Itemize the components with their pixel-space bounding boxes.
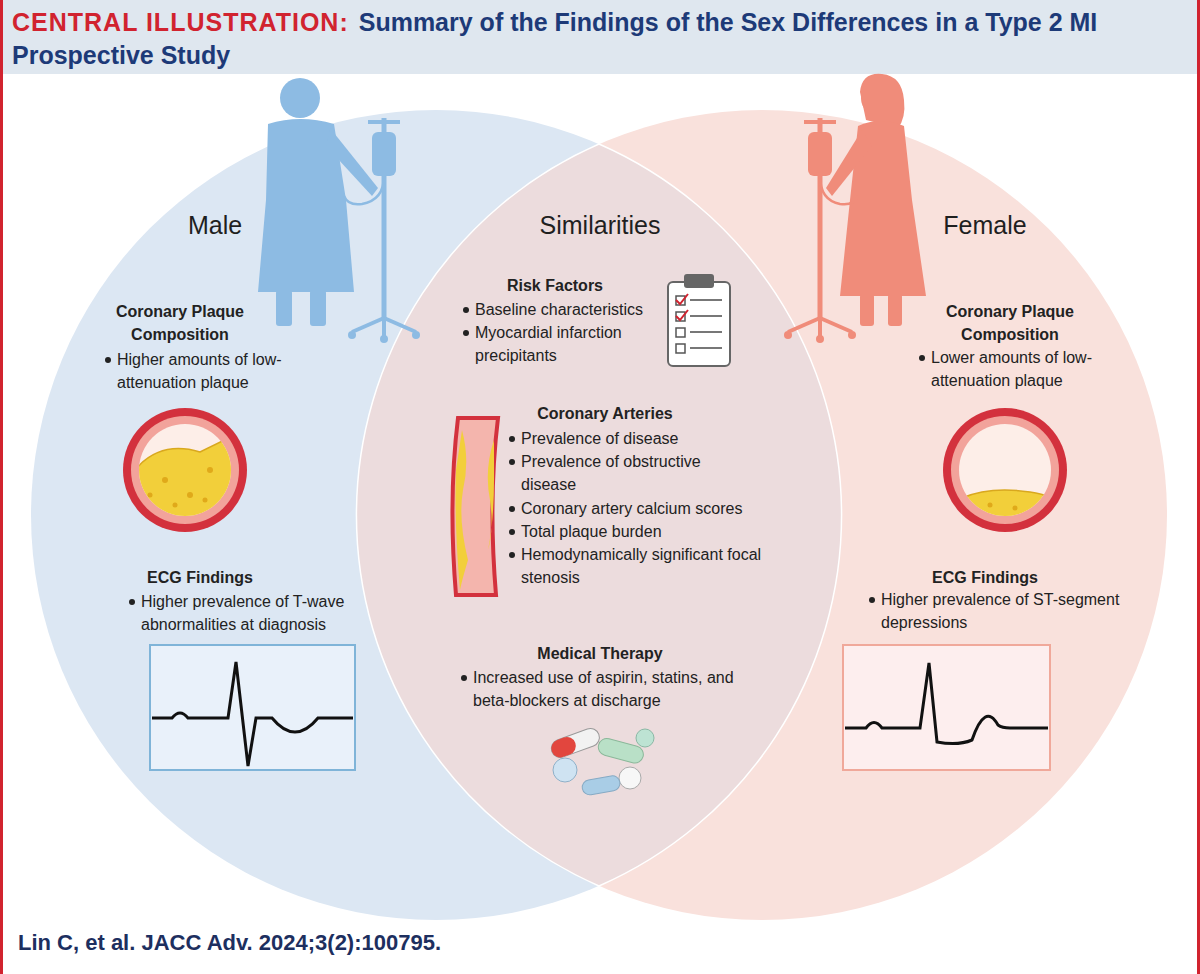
- overlap-lens: [356, 144, 841, 886]
- section-heading: Risk Factors: [460, 274, 650, 297]
- header-band: [0, 0, 1200, 74]
- pills-icon: [549, 726, 654, 796]
- bullet-text: Coronary artery calcium scores: [508, 497, 783, 520]
- header: CENTRAL ILLUSTRATION:Summary of the Find…: [12, 6, 1187, 72]
- clipboard-icon: [668, 274, 730, 366]
- bullet-text: Prevalence of disease: [508, 427, 773, 450]
- frame-line: [1197, 0, 1200, 974]
- group-title: Similarities: [530, 210, 670, 240]
- plaque-cross-section: [943, 408, 1067, 532]
- bullet-text: Total plaque burden: [508, 520, 773, 543]
- title: CENTRAL ILLUSTRATION:: [12, 8, 349, 36]
- caption: Lin C, et al. JACC Adv. 2024;3(2):100795…: [18, 930, 441, 956]
- section-heading: Coronary Plaque Composition: [100, 300, 260, 346]
- bullet-text: Higher prevalence of T-wave abnormalitie…: [128, 590, 360, 636]
- artery-icon: [452, 418, 498, 595]
- bullet-text: Higher amounts of low-attenuation plaque: [104, 348, 304, 394]
- plaque-cross-section: [123, 408, 247, 532]
- ecg-trace: [843, 645, 1050, 770]
- similarities-lens: SimilaritiesRisk FactorsBaseline charact…: [357, 144, 841, 886]
- bullet-text: Hemodynamically significant focal stenos…: [508, 543, 773, 589]
- section-heading: Medical Therapy: [500, 642, 700, 665]
- female-patient: [784, 74, 926, 343]
- group-title: Female: [915, 210, 1055, 240]
- frame-line: [0, 0, 3, 974]
- ecg-trace: [150, 645, 355, 770]
- male-patient: [258, 78, 420, 343]
- bullet-text: Prevalence of obstructive disease: [508, 450, 758, 496]
- section-heading: Coronary Plaque Composition: [930, 300, 1090, 346]
- group-title: Male: [150, 210, 280, 240]
- bullet-text: Increased use of aspirin, statins, and b…: [460, 666, 758, 712]
- bullet-text: Myocardial infarction precipitants: [462, 321, 652, 367]
- region-circle: [357, 110, 1167, 920]
- bullet-text: Higher prevalence of ST-segment depressi…: [868, 588, 1136, 634]
- section-heading: ECG Findings: [905, 566, 1065, 589]
- bullet-text: Lower amounts of low-attenuation plaque: [918, 346, 1114, 392]
- section-heading: ECG Findings: [120, 566, 280, 589]
- region-circle: [31, 110, 841, 920]
- bullet-text: Baseline characteristics: [462, 298, 662, 321]
- section-heading: Coronary Arteries: [520, 402, 690, 425]
